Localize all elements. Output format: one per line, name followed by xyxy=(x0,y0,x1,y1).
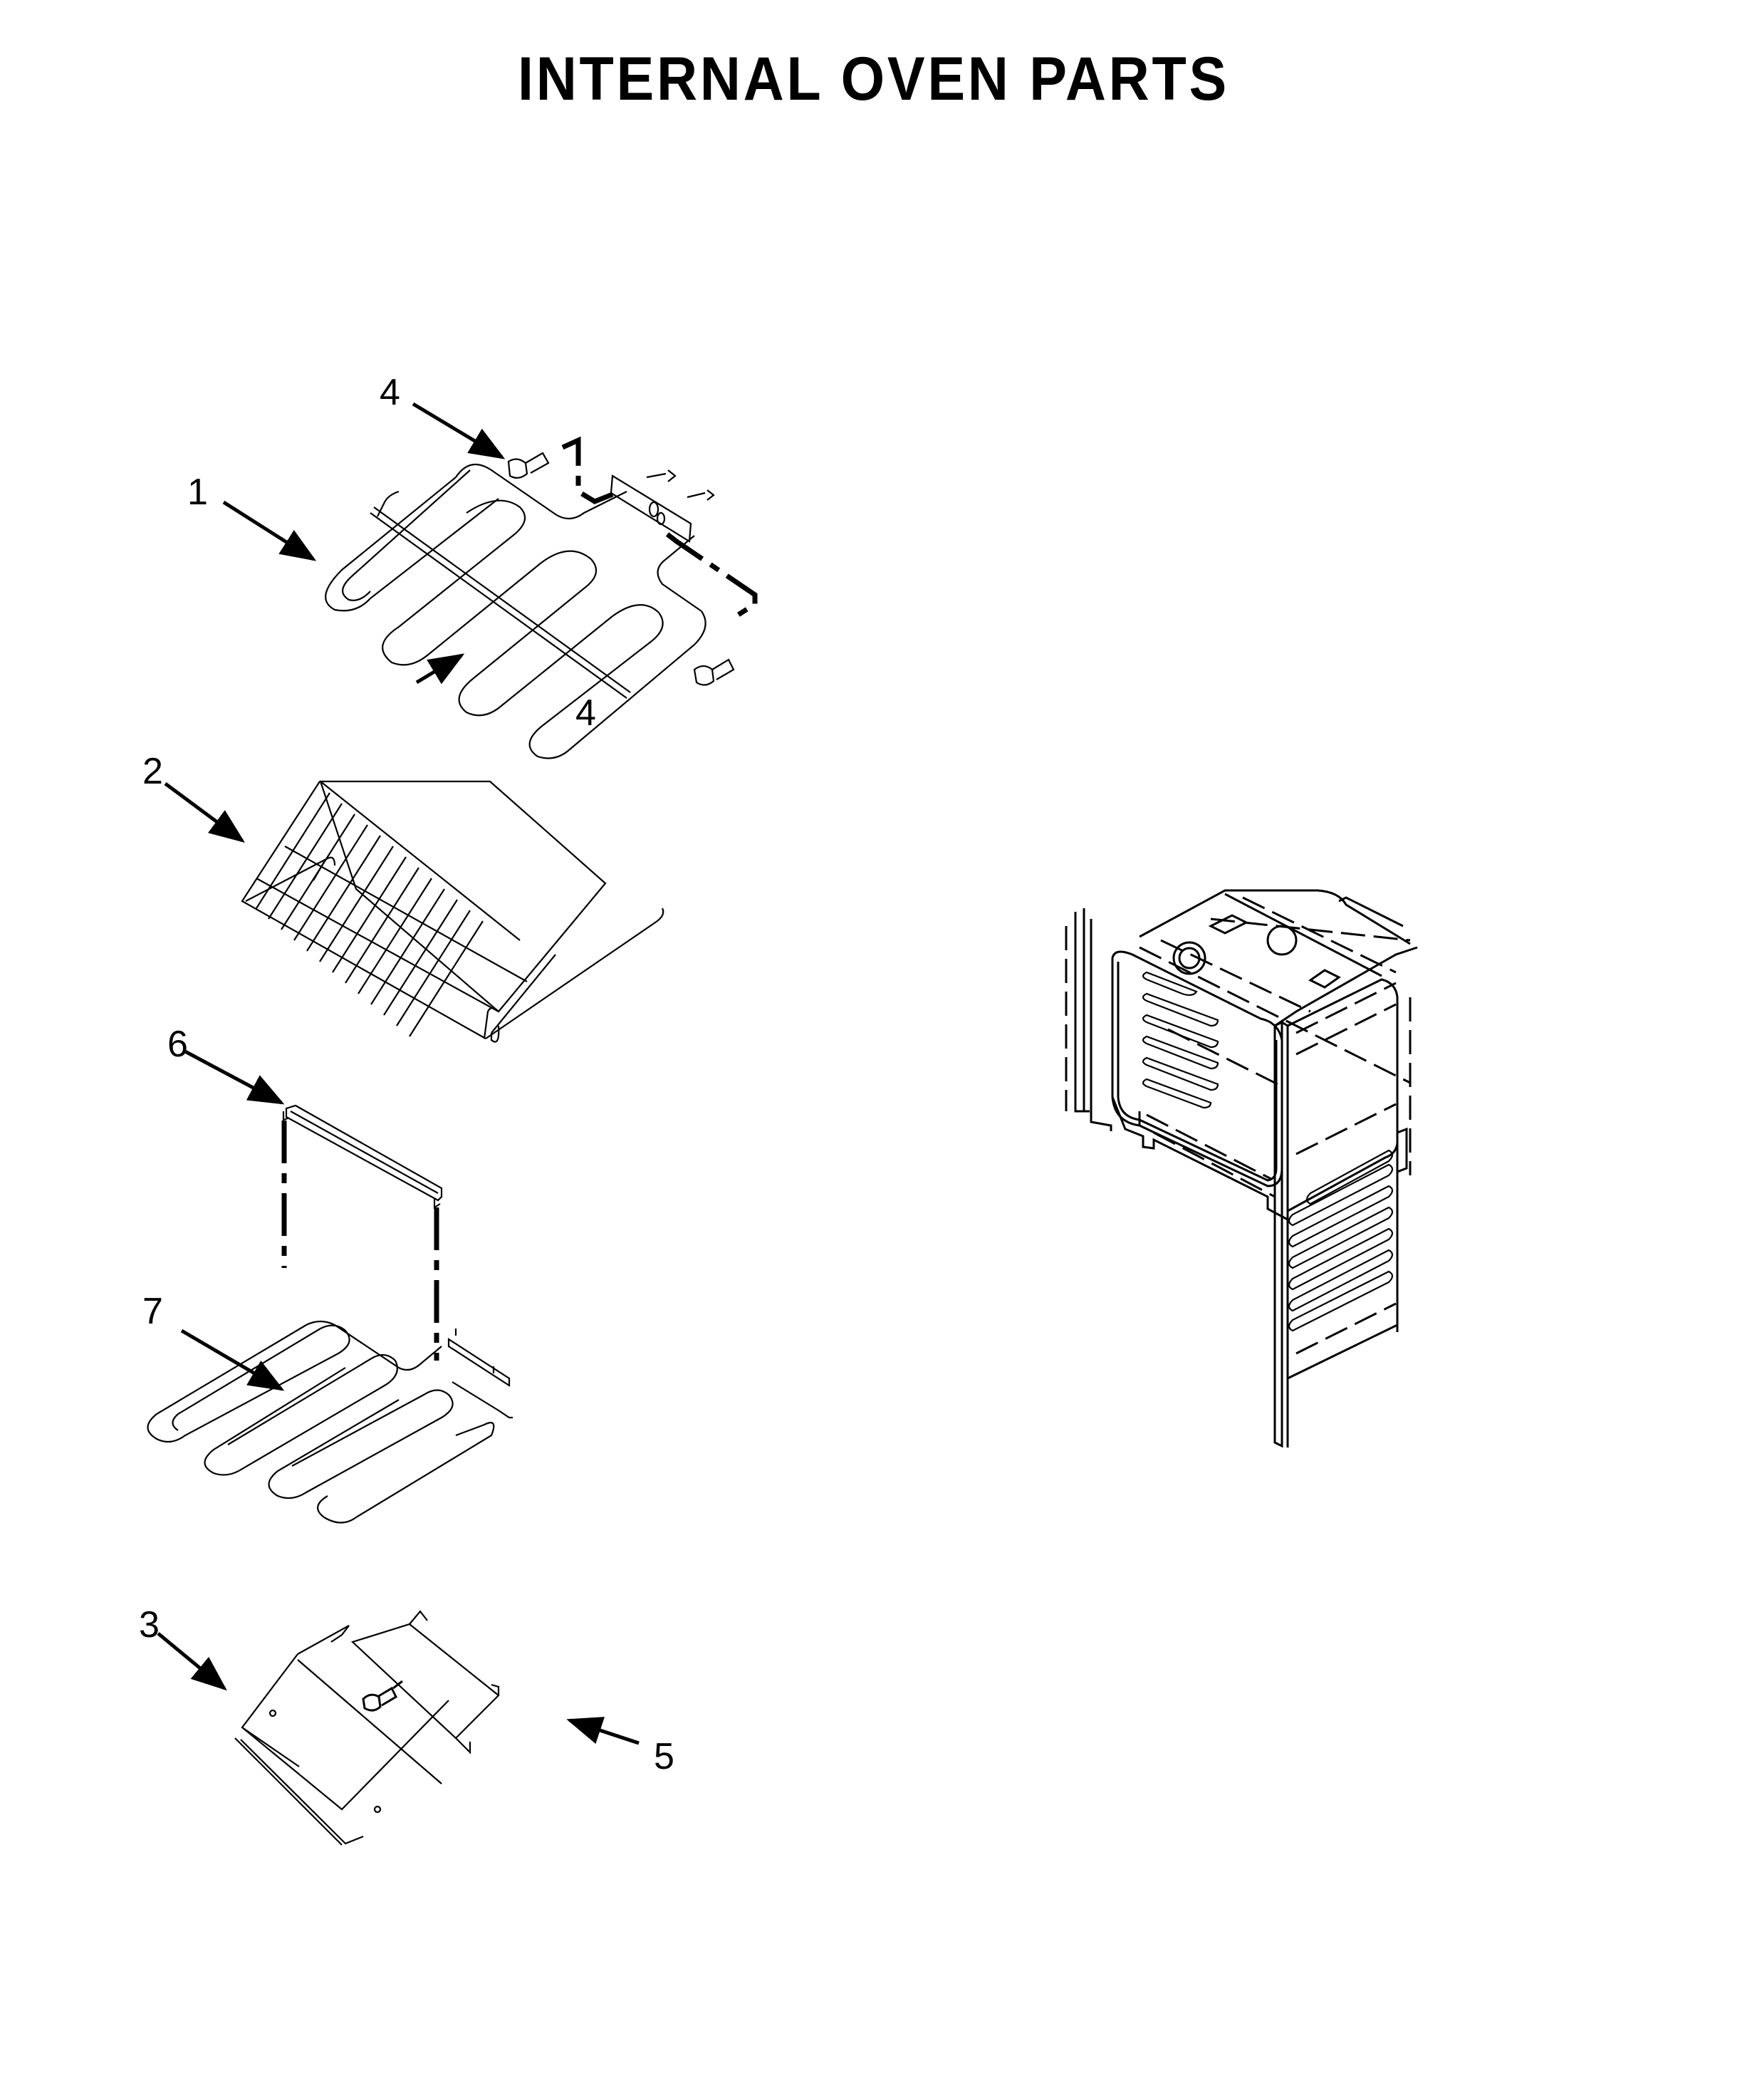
callout-1: 1 xyxy=(187,472,208,513)
callout-2: 2 xyxy=(142,751,163,792)
right-rack-guides xyxy=(1288,1149,1394,1332)
left-rack-guides xyxy=(1142,971,1219,1109)
callout-7: 7 xyxy=(142,1291,163,1332)
callout-5: 5 xyxy=(654,1736,674,1777)
bottom-panel-part[interactable] xyxy=(157,1610,640,1846)
hidden-lines xyxy=(1065,896,1412,1355)
rack-wires xyxy=(256,792,528,1037)
callout-4-top: 4 xyxy=(380,372,400,413)
callout-6: 6 xyxy=(167,1024,188,1065)
bake-element-part[interactable] xyxy=(147,1320,513,1524)
callout-4-bottom: 4 xyxy=(575,692,596,734)
broil-element-part[interactable] xyxy=(222,402,758,759)
panel-screw xyxy=(362,1680,403,1712)
oven-cavity-part[interactable] xyxy=(1065,889,1418,1448)
page-title: INTERNAL OVEN PARTS xyxy=(518,45,1229,113)
callout-3: 3 xyxy=(139,1604,160,1646)
element-shield-part[interactable] xyxy=(182,1049,443,1361)
oven-rack-part[interactable] xyxy=(164,780,664,1043)
